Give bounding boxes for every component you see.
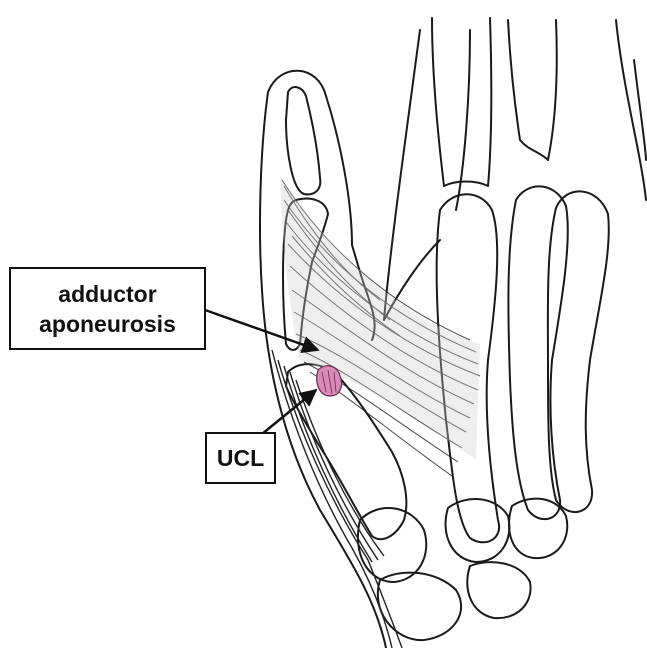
ucl-highlight [317, 366, 342, 396]
ucl-label: UCL [205, 432, 276, 484]
index-finger [384, 30, 470, 320]
lunate-bone [467, 562, 530, 618]
little-finger [616, 20, 646, 200]
capitate-bone [509, 499, 567, 559]
ring-finger [508, 20, 557, 160]
adductor-label-line2: aponeurosis [39, 309, 176, 339]
ucl-label-text: UCL [217, 445, 264, 472]
adductor-aponeurosis-label: adductor aponeurosis [9, 267, 206, 350]
adductor-label-line1: adductor [58, 279, 156, 309]
trapezoid-bone [446, 499, 510, 562]
middle-metacarpal [508, 186, 567, 519]
ring-metacarpal [548, 191, 609, 512]
thumb-distal-phalanx [286, 87, 320, 194]
middle-finger [432, 18, 491, 186]
